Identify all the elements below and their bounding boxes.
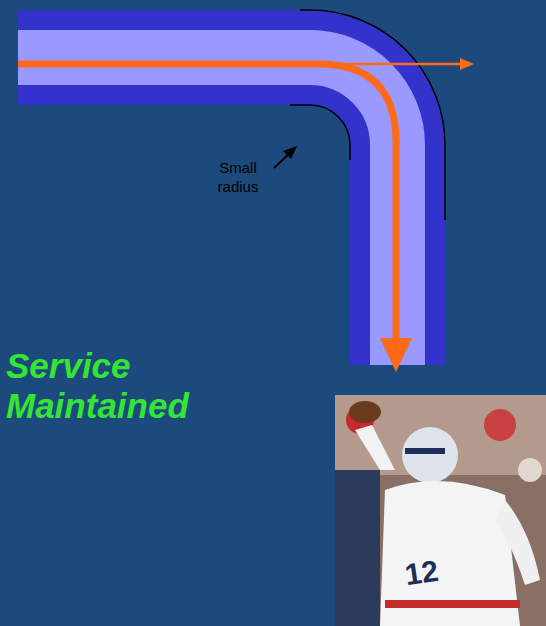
quarterback-photo — [335, 395, 546, 626]
leak-arrowhead — [460, 58, 474, 70]
callout-label: Small radius — [208, 158, 268, 196]
leader-arrowhead — [283, 146, 297, 159]
caption-label: Service Maintained — [6, 346, 306, 426]
inner-edge — [290, 105, 350, 160]
fiber-core — [18, 58, 398, 366]
light-arrowhead — [380, 338, 412, 372]
fiber-cladding — [18, 58, 398, 366]
jersey-number: 12 — [403, 554, 441, 592]
outer-edge — [300, 10, 445, 220]
light-path — [18, 64, 396, 340]
